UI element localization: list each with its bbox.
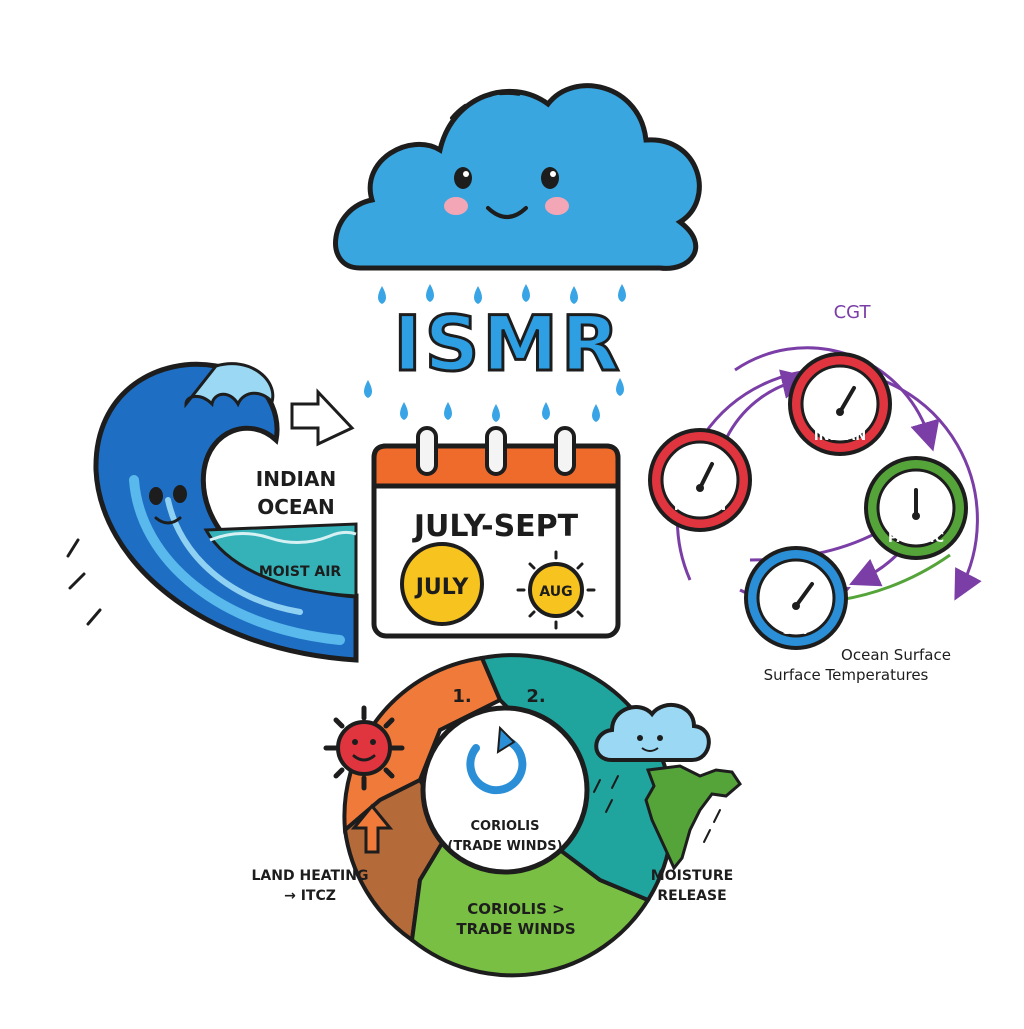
raindrop-icons — [364, 284, 626, 422]
rain-cloud-small-icon — [593, 703, 721, 843]
cycle-left-line2: → ITCZ — [284, 888, 336, 904]
gauge-pacific-icon — [864, 456, 968, 560]
cycle-right-line2: RELEASE — [657, 888, 726, 904]
arrow-to-calendar-icon — [290, 388, 355, 447]
refresh-cycle-icon — [466, 736, 527, 795]
heat-rising-arrow-icon — [350, 803, 394, 854]
gauge-sst-icon — [744, 546, 848, 650]
gauge-label-indian-top: INDIAN — [814, 429, 866, 444]
gauge-label-pacific: PACIFIC — [888, 531, 944, 546]
cycle-center-line2: (TRADE WINDS) — [447, 839, 562, 854]
calendar-icon — [371, 426, 621, 639]
ocean-wave-mascot-icon — [66, 361, 359, 663]
calendar-month-july: JULY — [414, 575, 470, 600]
cycle-right-line1: MOISTURE — [651, 868, 733, 884]
gauge-caption-line2: Surface Temperatures — [764, 666, 929, 684]
cycle-bottom-line1: CORIOLIS > — [467, 900, 564, 918]
cloud-mascot-icon — [333, 83, 702, 271]
calendar-month-aug: AUG — [539, 584, 572, 600]
sun-mascot-icon — [323, 705, 405, 791]
ocean-label-line1: INDIAN — [256, 467, 336, 491]
gauge-label-sst: SST — [782, 623, 809, 638]
gauge-indian-left-icon — [648, 428, 752, 532]
gauge-label-indian-left: INDIAN — [674, 499, 726, 514]
moist-air-label: MOIST AIR — [259, 564, 342, 580]
cycle-left-line1: LAND HEATING — [252, 868, 369, 884]
cycle-bottom-line2: TRADE WINDS — [456, 920, 575, 938]
india-map-icon — [644, 764, 742, 871]
cgt-label: CGT — [834, 302, 872, 323]
green-link-icon — [839, 553, 951, 602]
diagram-title: ISMR — [393, 299, 622, 388]
gauge-indian-top-icon — [788, 352, 892, 456]
ocean-label-line2: OCEAN — [257, 495, 335, 519]
cycle-center-line1: CORIOLIS — [471, 819, 540, 834]
ocean-temperature-circulation — [648, 346, 982, 650]
gauge-caption-line1: Ocean Surface — [841, 646, 951, 664]
cycle-step-1: 1. — [452, 686, 471, 707]
calendar-heading: JULY-SEPT — [412, 509, 579, 544]
cycle-step-2: 2. — [526, 686, 545, 707]
